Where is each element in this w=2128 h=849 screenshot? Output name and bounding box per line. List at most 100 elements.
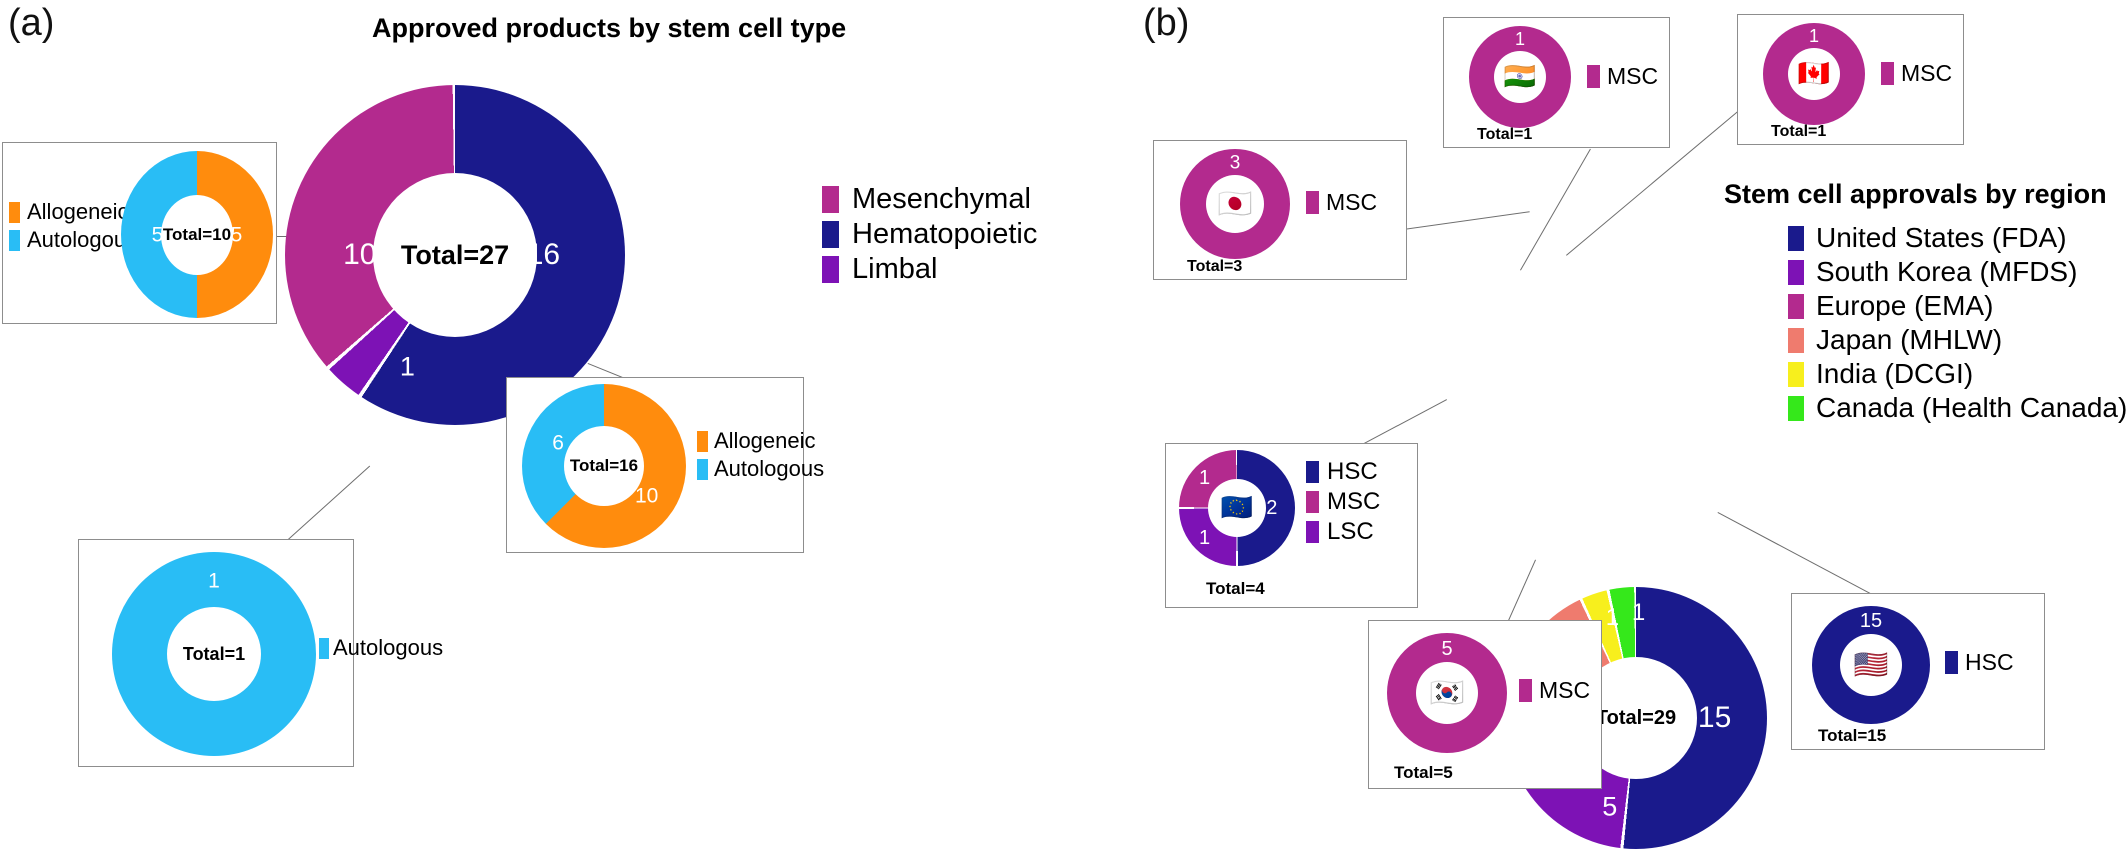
legend-swatch-united-states — [1788, 225, 1804, 251]
legend-swatch-india — [1788, 361, 1804, 387]
donut-south-korea: 🇰🇷 5 — [1387, 633, 1507, 753]
slice-value-canada-msc: 1 — [1808, 26, 1820, 47]
slice-value-europe-hsc: 2 — [1266, 497, 1278, 519]
donut-center-total: Total=16 — [569, 456, 639, 475]
legend-swatch-msc — [1881, 62, 1894, 85]
inset-box-south-korea: 🇰🇷 5 MSC Total=5 — [1368, 620, 1602, 789]
legend-swatch-hematopoietic — [822, 221, 839, 248]
inset-box-europe: 🇪🇺 2 1 1 HSC MSC LSC Total=4 — [1165, 443, 1418, 608]
legend-item-canada[interactable]: Canada (Health Canada) — [1788, 392, 2127, 424]
legend-label-hsc: HSC — [1965, 649, 2014, 675]
legend-panel-b: United States (FDA) South Korea (MFDS) E… — [1788, 222, 2127, 426]
legend-item-allogeneic[interactable]: Allogeneic — [697, 428, 824, 454]
legend-swatch-mesenchymal — [822, 186, 839, 213]
slice-value-india-msc: 1 — [1514, 29, 1526, 50]
legend-inset-united-states: HSC — [1945, 649, 2014, 678]
inset-total-india: Total=1 — [1477, 126, 1533, 143]
united-states-flag: 🇺🇸 — [1853, 648, 1889, 681]
slice-value-united-states-hsc: 15 — [1859, 610, 1883, 633]
donut-center-hole: Total=27 — [373, 173, 537, 337]
legend-inset-south-korea: MSC — [1519, 677, 1590, 706]
japan-flag: 🇯🇵 — [1217, 187, 1253, 220]
legend-inset-canada: MSC — [1881, 60, 1952, 89]
legend-item-india[interactable]: India (DCGI) — [1788, 358, 2127, 390]
donut-center-hole: 🇺🇸 — [1840, 634, 1902, 696]
legend-swatch-msc — [1587, 65, 1600, 88]
legend-label-lsc: LSC — [1327, 518, 1374, 545]
legend-swatch-hsc — [1306, 461, 1319, 483]
india-flag: 🇮🇳 — [1503, 62, 1537, 92]
canada-flag: 🇨🇦 — [1797, 59, 1831, 89]
donut-center-hole: 🇪🇺 — [1208, 479, 1266, 537]
inset-box-hematopoietic-breakdown: Total=16 10 6 Allogeneic Autologous — [506, 377, 824, 553]
donut-center-hole: 🇨🇦 — [1788, 48, 1840, 100]
inset-box-japan: 🇯🇵 3 MSC Total=3 — [1153, 140, 1407, 280]
legend-label-united-states: United States (FDA) — [1816, 222, 2067, 253]
legend-swatch-europe — [1788, 293, 1804, 319]
legend-item-autologous[interactable]: Autologous — [9, 227, 137, 253]
legend-item-hsc[interactable]: HSC — [1945, 649, 2014, 676]
legend-item-autologous[interactable]: Autologous — [319, 635, 443, 661]
legend-label-hematopoietic: Hematopoietic — [852, 218, 1038, 250]
legend-label-allogeneic: Allogeneic — [27, 199, 129, 224]
legend-item-msc[interactable]: MSC — [1306, 488, 1380, 516]
panel-b-label: (b) — [1143, 2, 1190, 44]
panel-a-title: Approved products by stem cell type — [372, 13, 847, 43]
donut-india: 🇮🇳 1 — [1469, 26, 1571, 128]
legend-swatch-allogeneic — [697, 430, 708, 452]
slice-value-south-korea-msc: 5 — [1441, 637, 1453, 660]
legend-label-limbal: Limbal — [852, 253, 938, 285]
legend-label-autologous: Autologous — [333, 635, 444, 660]
legend-panel-a: Mesenchymal Hematopoietic Limbal — [822, 183, 1037, 288]
slice-value-japan-msc: 3 — [1229, 152, 1241, 174]
legend-item-europe[interactable]: Europe (EMA) — [1788, 290, 2127, 322]
legend-swatch-msc — [1306, 191, 1319, 214]
legend-inset-japan: MSC — [1306, 189, 1377, 218]
legend-label-msc: MSC — [1607, 63, 1659, 89]
legend-item-hematopoietic[interactable]: Hematopoietic — [822, 218, 1037, 251]
legend-label-msc: MSC — [1327, 488, 1381, 515]
legend-item-autologous[interactable]: Autologous — [697, 456, 824, 482]
legend-swatch-canada — [1788, 395, 1804, 421]
legend-item-south-korea[interactable]: South Korea (MFDS) — [1788, 256, 2127, 288]
legend-swatch-msc — [1306, 491, 1319, 513]
donut-center-hole: Total=16 — [564, 426, 644, 506]
donut-center-hole: 🇯🇵 — [1206, 175, 1264, 233]
donut-approved-by-stem-cell-type: Total=27 16 10 1 — [285, 85, 625, 425]
donut-center-hole: 🇮🇳 — [1494, 51, 1546, 103]
donut-limbal-breakdown: Total=1 1 — [112, 552, 316, 756]
inset-box-mesenchymal-breakdown: Allogeneic Autologous Total=10 5 5 — [2, 142, 277, 324]
legend-item-hsc[interactable]: HSC — [1306, 458, 1380, 486]
legend-label-india: India (DCGI) — [1816, 358, 1974, 389]
legend-label-hsc: HSC — [1327, 458, 1378, 485]
legend-label-msc: MSC — [1326, 189, 1378, 215]
legend-item-msc[interactable]: MSC — [1881, 60, 1952, 87]
legend-inset-india: MSC — [1587, 63, 1658, 92]
legend-inset-total16: Allogeneic Autologous — [697, 428, 824, 484]
panel-b-title: Stem cell approvals by region — [1724, 179, 2107, 209]
legend-swatch-hsc — [1945, 651, 1958, 674]
inset-total-canada: Total=1 — [1771, 123, 1827, 140]
legend-item-lsc[interactable]: LSC — [1306, 518, 1380, 546]
slice-value-autologous: 1 — [208, 569, 220, 593]
legend-item-limbal[interactable]: Limbal — [822, 253, 1037, 286]
legend-swatch-msc — [1519, 679, 1532, 702]
slice-value-canada: 1 — [1631, 599, 1646, 627]
legend-item-msc[interactable]: MSC — [1587, 63, 1658, 90]
legend-item-allogeneic[interactable]: Allogeneic — [9, 199, 137, 225]
legend-item-united-states[interactable]: United States (FDA) — [1788, 222, 2127, 254]
donut-center-hole: 🇰🇷 — [1416, 662, 1478, 724]
legend-item-msc[interactable]: MSC — [1306, 189, 1377, 216]
legend-item-japan[interactable]: Japan (MHLW) — [1788, 324, 2127, 356]
legend-item-msc[interactable]: MSC — [1519, 677, 1590, 704]
slice-value-autologous: 5 — [151, 223, 164, 246]
legend-item-mesenchymal[interactable]: Mesenchymal — [822, 183, 1037, 216]
legend-swatch-autologous — [697, 458, 708, 480]
donut-japan: 🇯🇵 3 — [1180, 149, 1290, 259]
legend-inset-total1: Autologous — [319, 635, 443, 663]
legend-label-msc: MSC — [1901, 60, 1953, 86]
donut-center-total: Total=10 — [162, 224, 232, 244]
slice-value-mesenchymal: 10 — [343, 238, 377, 271]
legend-label-autologous: Autologous — [714, 456, 825, 481]
donut-mesenchymal-breakdown: Total=10 5 5 — [121, 151, 273, 318]
